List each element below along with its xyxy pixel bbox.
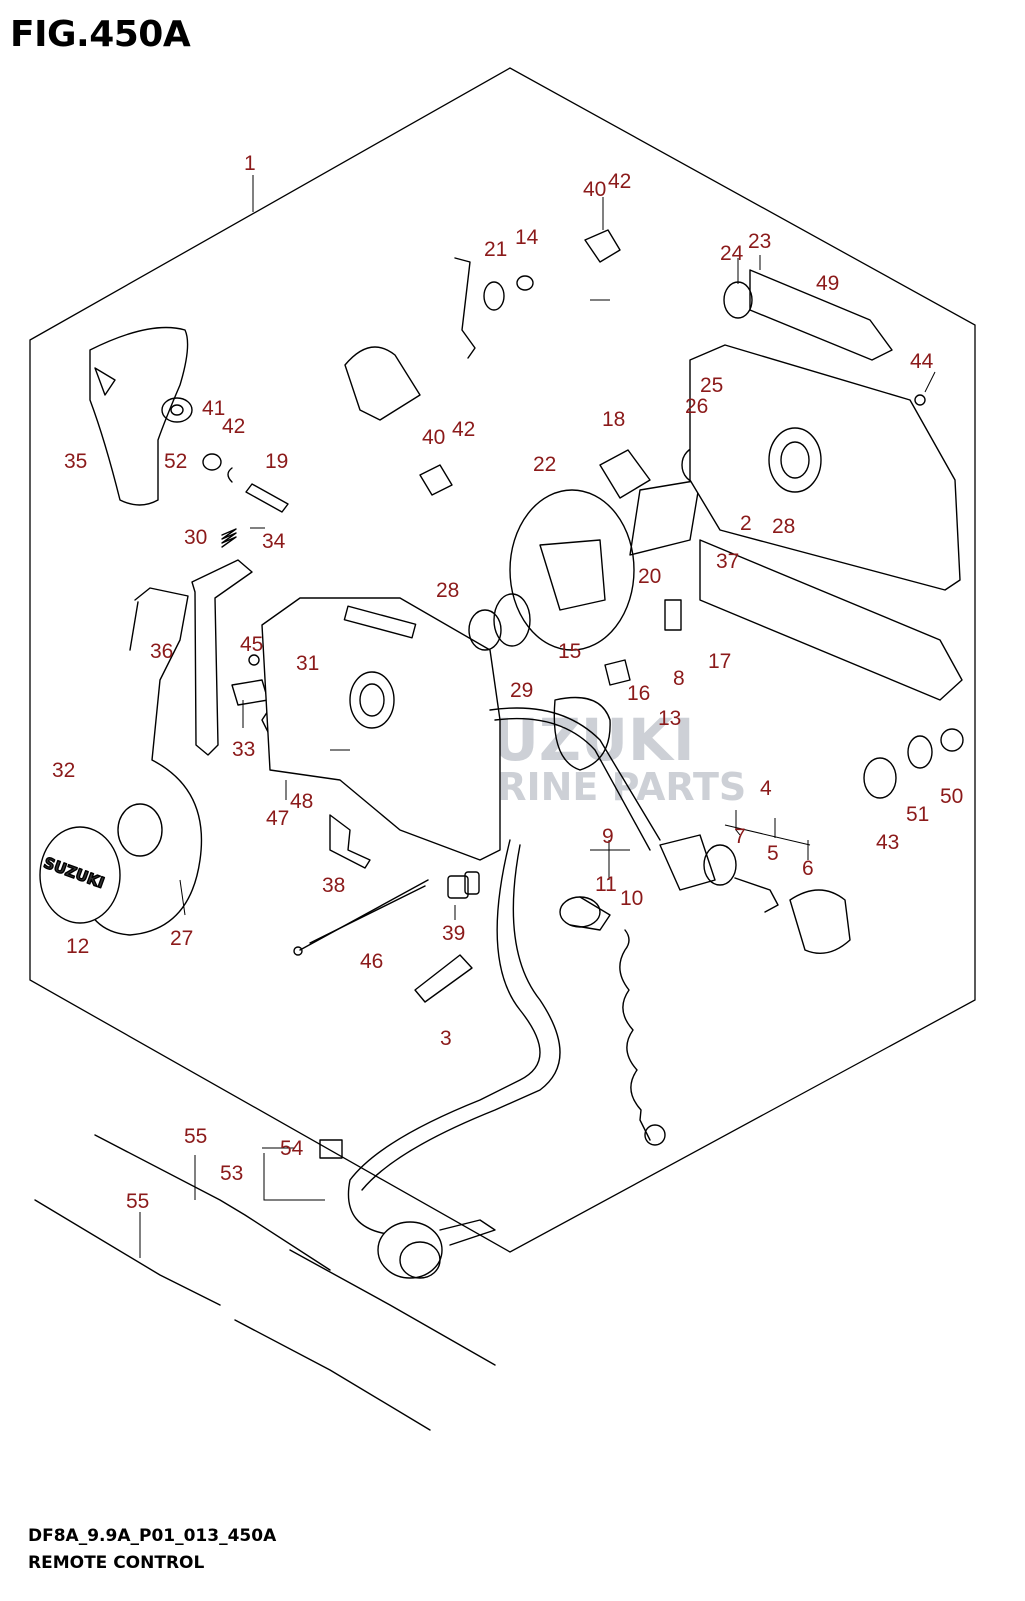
callout-42-mid: 42: [452, 418, 475, 441]
callout-52: 52: [164, 450, 187, 473]
lever-cap-part: [39, 826, 121, 924]
long-screw-part: [299, 879, 429, 951]
callout-8: 8: [673, 667, 685, 690]
callout-51: 51: [906, 803, 929, 826]
callout-39: 39: [442, 922, 465, 945]
callout-42-left: 42: [222, 415, 245, 438]
callout-33: 33: [232, 738, 255, 761]
callout-44: 44: [910, 350, 934, 373]
callout-37: 37: [716, 550, 739, 573]
callout-3: 3: [440, 1027, 452, 1050]
callout-10: 10: [620, 887, 643, 910]
figure-caption: REMOTE CONTROL: [28, 1553, 205, 1573]
callout-32: 32: [52, 759, 75, 782]
assembly-boundary: [29, 67, 976, 1253]
callout-55-bottom: 55: [126, 1190, 149, 1213]
callout-25: 25: [700, 374, 723, 397]
callout-2: 2: [740, 512, 752, 535]
callout-16: 16: [627, 682, 650, 705]
callout-9: 9: [602, 825, 614, 848]
callout-11: 11: [595, 873, 617, 896]
callout-36: 36: [150, 640, 173, 663]
callout-40-top: 40: [583, 178, 606, 201]
bushing-part: [863, 757, 897, 799]
callout-22: 22: [533, 453, 556, 476]
shift-cam-plate: [509, 489, 635, 651]
lock-lever-part: [191, 559, 253, 756]
side-cover-part: [689, 344, 961, 591]
callout-20: 20: [638, 565, 661, 588]
callout-31: 31: [296, 652, 319, 675]
switch-part: [559, 896, 601, 928]
callout-30: 30: [184, 526, 207, 549]
figure-code: DF8A_9.9A_P01_013_450A: [28, 1526, 277, 1546]
callout-13: 13: [658, 707, 681, 730]
callout-19: 19: [265, 450, 288, 473]
callout-12: 12: [66, 935, 89, 958]
callout-41: 41: [202, 397, 225, 420]
washer-part: [161, 397, 193, 423]
key-switch-part: [659, 834, 716, 891]
callout-28-left: 28: [436, 579, 459, 602]
callout-45: 45: [240, 633, 263, 656]
throttle-cable: [94, 1134, 331, 1271]
callout-5: 5: [767, 842, 779, 865]
remote-housing: [261, 597, 501, 861]
callout-14: 14: [515, 226, 539, 249]
callout-49: 49: [816, 272, 839, 295]
callout-7: 7: [734, 825, 746, 848]
callout-26: 26: [685, 395, 708, 418]
callout-28-right: 28: [772, 515, 795, 538]
callout-53: 53: [220, 1162, 243, 1185]
shift-cable: [34, 1199, 221, 1306]
callout-15: 15: [558, 640, 581, 663]
callout-38: 38: [322, 874, 345, 897]
callout-23: 23: [748, 230, 771, 253]
callout-24: 24: [720, 242, 744, 265]
pin-part: [245, 483, 289, 513]
callout-29: 29: [510, 679, 533, 702]
callout-40-mid: 40: [422, 426, 445, 449]
callout-34: 34: [262, 530, 286, 553]
callout-6: 6: [802, 857, 814, 880]
callout-43: 43: [876, 831, 899, 854]
callout-1: 1: [244, 152, 256, 175]
callout-55-top: 55: [184, 1125, 207, 1148]
callout-21: 21: [484, 238, 507, 261]
callout-47: 47: [266, 807, 289, 830]
callout-27: 27: [170, 927, 193, 950]
callout-17: 17: [708, 650, 731, 673]
callout-46: 46: [360, 950, 383, 973]
main-connector: [377, 1221, 443, 1279]
figure-title: FIG.450A: [10, 14, 191, 55]
lever-grip-part: [89, 326, 189, 506]
callout-18: 18: [602, 408, 625, 431]
callout-54: 54: [280, 1137, 304, 1160]
callout-48: 48: [290, 790, 313, 813]
callout-50: 50: [940, 785, 963, 808]
wire-harness: [347, 839, 541, 1236]
callout-4: 4: [760, 777, 772, 800]
callout-35: 35: [64, 450, 87, 473]
callout-42-top: 42: [608, 170, 631, 193]
